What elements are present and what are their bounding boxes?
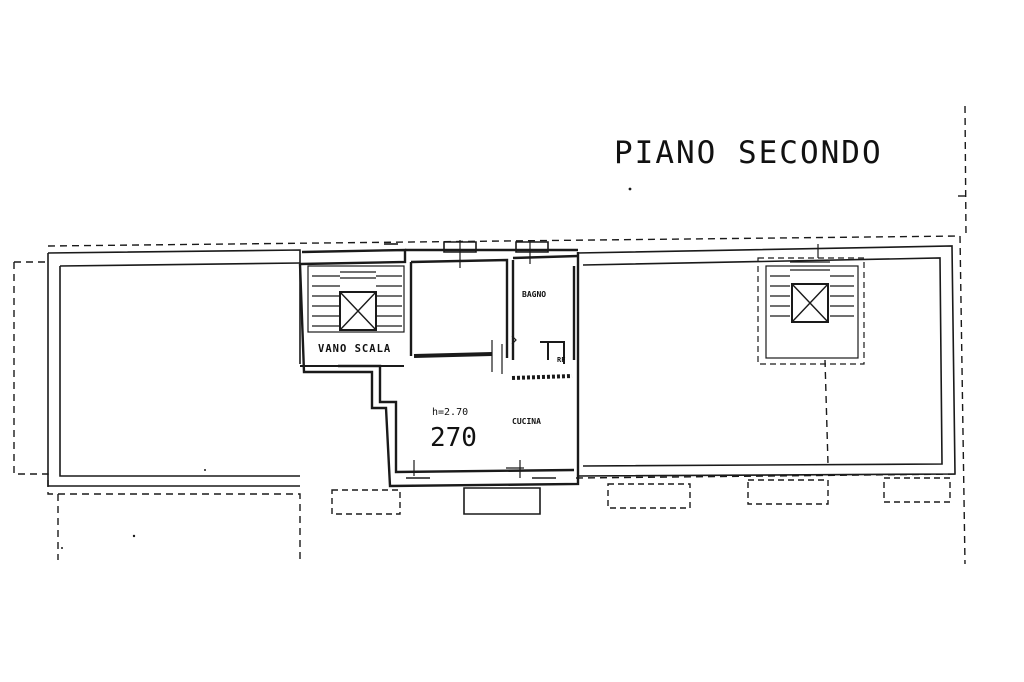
partitions [413,335,573,380]
bath-label: BAGNO [522,290,546,299]
height-label: h=2.70 [432,407,468,418]
fixture-label: RF [557,356,565,364]
page-title: PIANO SECONDO [614,135,883,171]
kitchen-label: CUCINA [512,417,541,426]
balconies [331,477,951,515]
window-openings [384,240,556,515]
misc-marks [61,187,632,549]
unit-number: 270 [430,423,477,453]
stair-label: VANO SCALA [318,343,391,355]
dashed-outline [13,105,970,565]
stair-right [757,244,865,365]
exterior-walls [47,245,956,487]
stair-left [300,265,405,367]
